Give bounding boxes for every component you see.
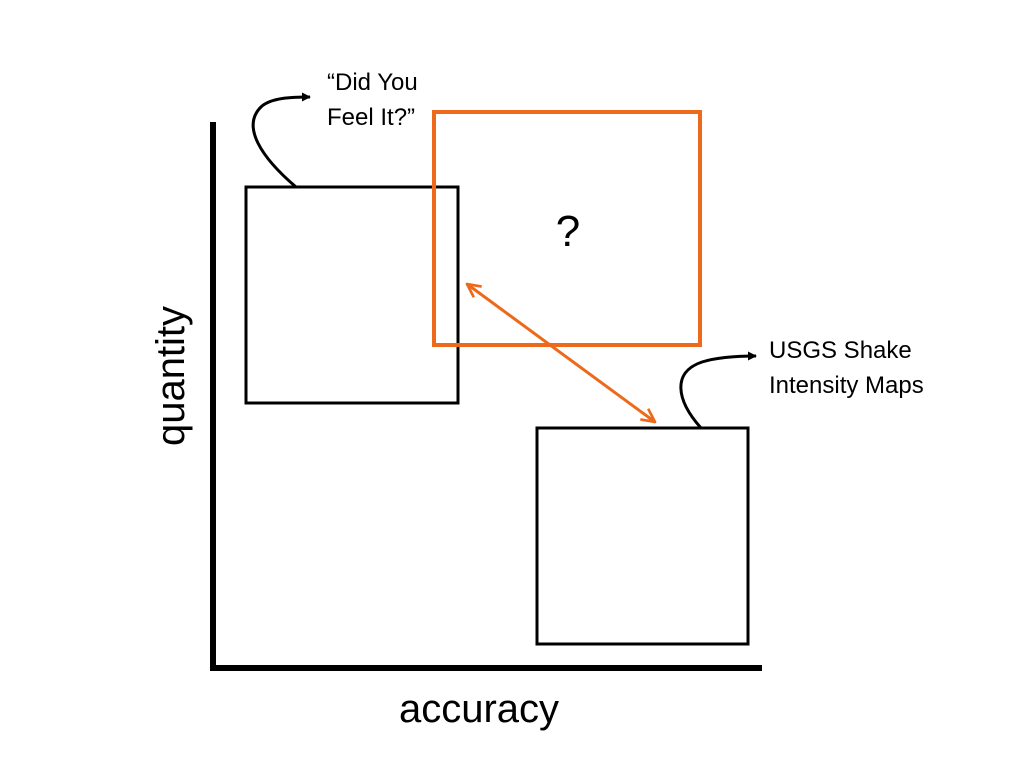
dyfi-label-line2: Feel It?”	[327, 104, 415, 131]
dyfi-box	[244, 185, 460, 405]
usgs-box	[535, 426, 750, 646]
tradeoff-double-arrow	[467, 284, 655, 422]
y-axis-label: quantity	[149, 306, 193, 446]
x-axis-label: accuracy	[399, 687, 559, 731]
usgs-callout-arrow	[679, 351, 757, 429]
unknown-box-label: ?	[556, 207, 580, 256]
dyfi-callout-arrow	[251, 92, 311, 189]
usgs-label-line1: USGS Shake	[769, 337, 912, 364]
usgs-label-line2: Intensity Maps	[769, 372, 924, 399]
dyfi-label-line1: “Did You	[327, 69, 418, 96]
